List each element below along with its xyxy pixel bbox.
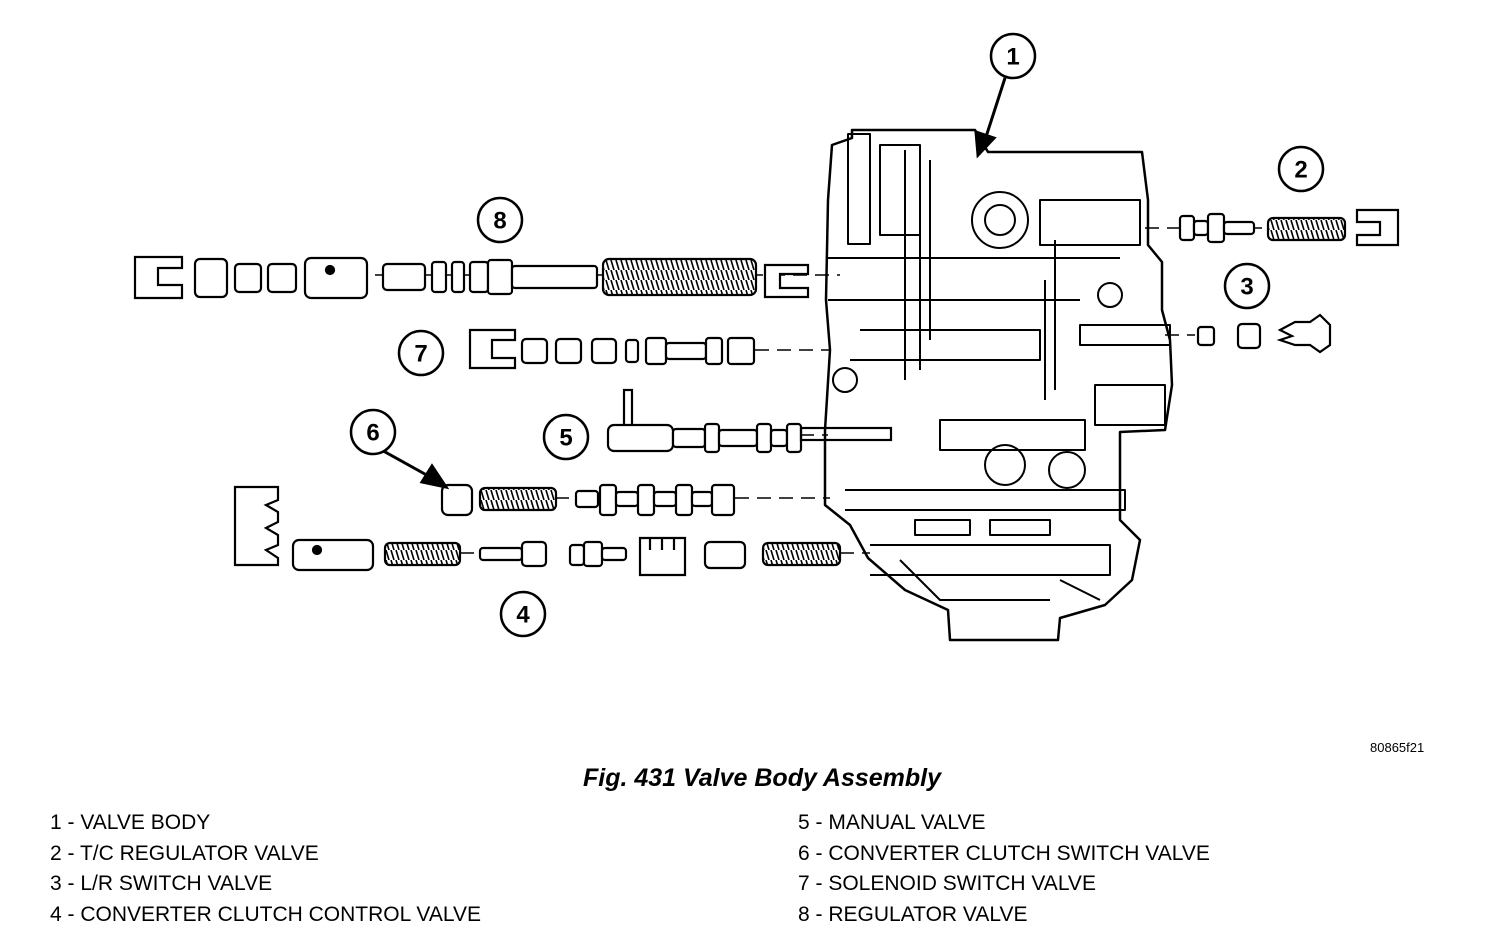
legend-item-7: 7 - SOLENOID SWITCH VALVE xyxy=(798,869,1210,900)
callout-2-label: 2 xyxy=(1294,157,1307,184)
legend-left-column: 1 - VALVE BODY 2 - T/C REGULATOR VALVE 3… xyxy=(50,808,481,930)
callout-6: 6 xyxy=(351,410,395,454)
callout-4: 4 xyxy=(501,592,545,636)
callout-2: 2 xyxy=(1279,147,1323,191)
valve-body xyxy=(825,130,1172,640)
legend-item-6: 6 - CONVERTER CLUTCH SWITCH VALVE xyxy=(798,839,1210,870)
figure-code: 80865f21 xyxy=(1370,740,1424,755)
callout-3-label: 3 xyxy=(1240,274,1253,301)
legend-item-5: 5 - MANUAL VALVE xyxy=(798,808,1210,839)
callout-8-label: 8 xyxy=(493,208,506,235)
converter-clutch-switch-valve-parts xyxy=(442,485,734,515)
callout-7-label: 7 xyxy=(414,341,427,368)
legend-item-4: 4 - CONVERTER CLUTCH CONTROL VALVE xyxy=(50,900,481,930)
callout-1-label: 1 xyxy=(1006,44,1019,71)
legend-item-8: 8 - REGULATOR VALVE xyxy=(798,900,1210,930)
legend-item-1: 1 - VALVE BODY xyxy=(50,808,481,839)
callout-1: 1 xyxy=(991,34,1035,78)
solenoid-switch-valve-parts xyxy=(470,330,754,368)
callout-7: 7 xyxy=(399,331,443,375)
callout-6-label: 6 xyxy=(366,420,379,447)
callout-8: 8 xyxy=(478,198,522,242)
lr-switch-valve-parts xyxy=(1198,315,1330,352)
legend-right-column: 5 - MANUAL VALVE 6 - CONVERTER CLUTCH SW… xyxy=(798,808,1210,930)
tc-regulator-valve-parts xyxy=(1180,210,1398,245)
callout-5: 5 xyxy=(544,415,588,459)
regulator-valve-parts xyxy=(135,257,808,298)
legend-item-2: 2 - T/C REGULATOR VALVE xyxy=(50,839,481,870)
legend-item-3: 3 - L/R SWITCH VALVE xyxy=(50,869,481,900)
callout-5-label: 5 xyxy=(559,425,572,452)
callout-3: 3 xyxy=(1225,264,1269,308)
figure-title: Fig. 431 Valve Body Assembly xyxy=(0,764,1504,793)
callout-4-label: 4 xyxy=(516,602,530,629)
valve-body-diagram: 1 2 3 4 5 6 7 8 xyxy=(0,0,1504,760)
